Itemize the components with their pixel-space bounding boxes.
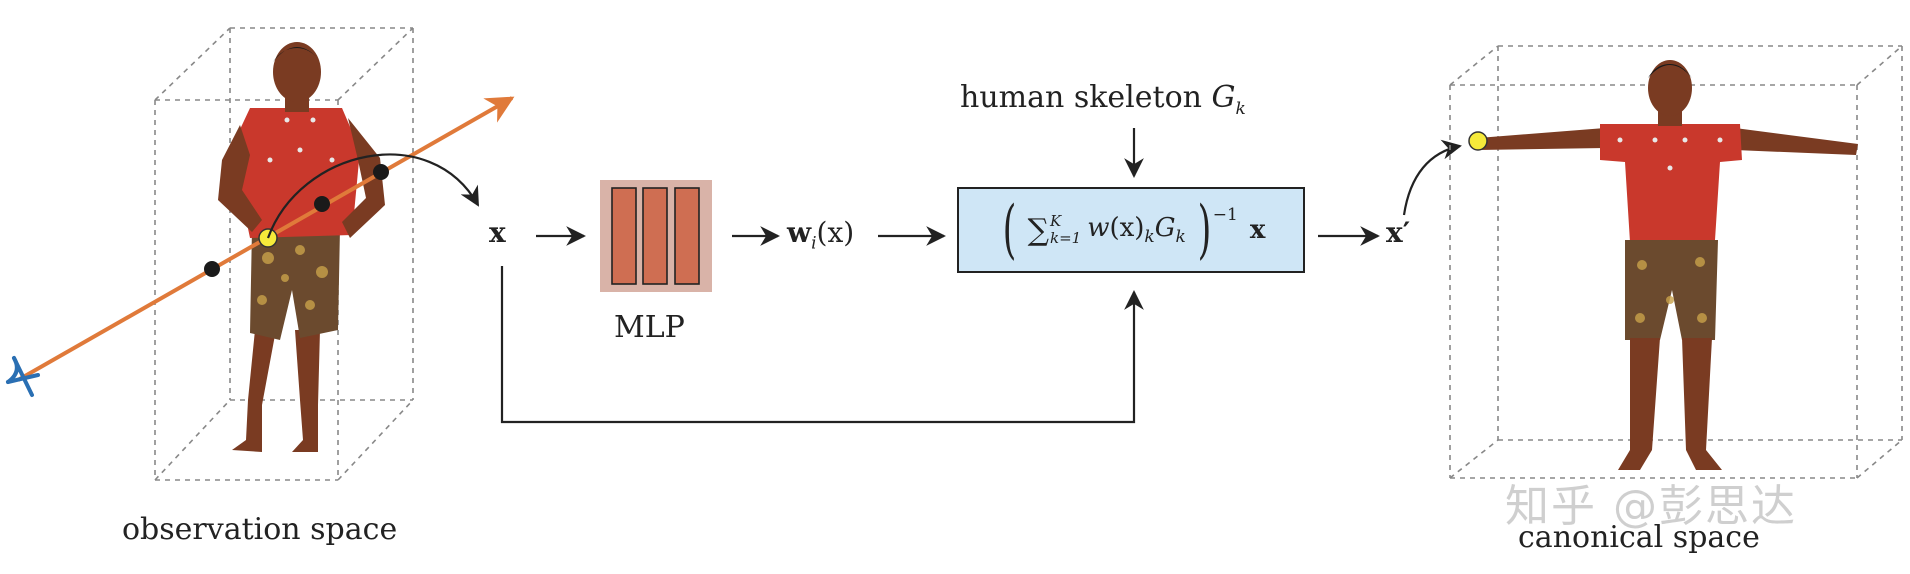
x-prime-label: x′ [1386,216,1411,249]
xprime-to-canonical-arrow [1402,139,1462,216]
mlp-block [600,180,712,292]
human-figure-canonical [1478,60,1858,470]
w-label: wi(x) [787,216,855,254]
x-label: x [489,216,506,249]
point-to-x-arrow [266,153,479,239]
human-figure-observation [218,42,385,452]
sample-point [314,196,330,212]
watermark: 知乎 @彭思达 [1505,481,1797,532]
lbs-formula: ( ∑ K k=1 w(x)kGk )−1 x [1002,193,1266,267]
skip-connection-arrow [500,266,1144,424]
eye-icon [6,356,40,397]
formula-box: ( ∑ K k=1 w(x)kGk )−1 x [958,188,1304,272]
sample-point [204,261,220,277]
canonical-point [1468,131,1488,151]
formula-box-bg [957,187,1305,273]
mlp-label: MLP [614,310,685,345]
observation-space-label: observation space [122,512,398,547]
canonical-space-label: canonical space [1518,520,1760,555]
human-skeleton-label: human skeleton Gk [960,80,1246,119]
sample-point [373,164,389,180]
